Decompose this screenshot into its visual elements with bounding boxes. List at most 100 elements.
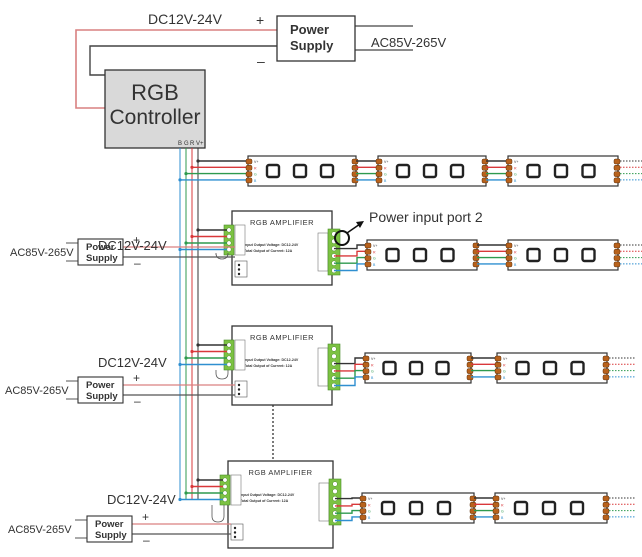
led-strip: V+RGB <box>505 155 642 187</box>
led-chip <box>581 163 596 179</box>
amplifier-spec-current: Total Output of Current: 12A <box>240 499 289 503</box>
strip-pin-label: G <box>514 173 517 177</box>
strip-body <box>361 492 475 524</box>
strip-pin-label: V+ <box>514 160 518 164</box>
strip-pin-label: R <box>514 250 517 254</box>
led-chip <box>435 360 450 376</box>
strip-output-pad <box>602 368 610 374</box>
controller-title-line1: RGB <box>131 80 179 105</box>
led-strip: V+RGB <box>245 155 359 187</box>
annotation-arrowhead <box>356 221 364 228</box>
strip-input-pad <box>362 368 370 374</box>
amp-ac-label: AC85V-265V <box>5 385 69 397</box>
strip-pin-label: V+ <box>368 497 372 501</box>
strip-pin-label: G <box>371 370 374 374</box>
output-terminal-screw <box>331 346 337 352</box>
wire-junction-dot <box>184 491 188 495</box>
strip-pin-label: B <box>368 516 371 520</box>
power-terminal-pin <box>233 526 237 530</box>
loop-cable <box>215 252 229 260</box>
input-terminal-screw <box>226 349 232 354</box>
led-chip <box>436 500 452 516</box>
strip-output-pad <box>602 374 610 381</box>
amplifier-box <box>231 325 333 406</box>
power-input-port-label: Power input port 2 <box>369 209 483 225</box>
amp-power-supply-box <box>77 376 124 404</box>
strip-input-pad <box>245 165 253 171</box>
main-dc-label: DC12V-24V <box>148 11 223 27</box>
power-terminal-pin <box>237 268 241 271</box>
power-terminal <box>230 523 244 541</box>
led-chip <box>408 360 424 376</box>
strip-input-pad <box>364 242 372 249</box>
led-chip <box>408 500 424 516</box>
strip-pin-label: R <box>254 166 257 170</box>
power-terminal-pin <box>237 388 241 391</box>
main-power-supply-box <box>276 15 356 62</box>
amplifier-to-strip-wire <box>334 250 367 257</box>
amplifier-box <box>227 460 334 549</box>
wire-junction-dot <box>178 497 182 502</box>
strip-input-pad <box>359 514 367 521</box>
amplifier-to-strip-wire <box>334 244 367 250</box>
strip-input-pad <box>245 171 253 177</box>
led-strip: V+RGB <box>505 239 642 271</box>
amplifier-to-strip-wire <box>334 363 365 372</box>
led-chip <box>581 247 596 263</box>
strip-input-pad <box>245 158 253 165</box>
strip-pin-label: R <box>371 363 374 367</box>
amp-ac-label: AC85V-265V <box>10 247 74 259</box>
rgb-amplifier-2: RGB AMPLIFIER Input Output Voltage: DC12-… <box>5 325 365 408</box>
wire-junction-dot <box>178 247 182 252</box>
strip-pin-label: G <box>373 257 376 261</box>
strip-output-pad <box>613 242 621 249</box>
loop-cable <box>211 505 225 523</box>
strip-input-pad <box>492 508 500 514</box>
strip-pin-label: B <box>371 376 374 380</box>
power-input-highlight <box>334 230 350 246</box>
input-terminal-block <box>223 339 235 371</box>
loop-cable <box>215 370 229 380</box>
amplifier-title: RGB AMPLIFIER <box>250 333 314 342</box>
amplifier-title: RGB AMPLIFIER <box>248 468 312 477</box>
strip-input-pad <box>505 242 513 249</box>
wire-junction-dot <box>178 362 182 367</box>
strip-input-pad <box>375 177 383 184</box>
led-chip <box>526 163 541 179</box>
amp-dc-label: DC12V-24V <box>107 492 176 507</box>
led-chip <box>382 360 397 376</box>
amp-power-supply-line1: Power <box>86 242 115 253</box>
led-strip: V+RGB <box>364 239 480 271</box>
input-terminal-screw <box>226 342 232 348</box>
input-terminal-screw <box>226 227 232 233</box>
led-chip <box>553 163 569 179</box>
amplifier-to-strip-wire <box>334 256 367 264</box>
power-terminal-pin <box>233 535 237 539</box>
input-terminal-screw <box>222 484 228 489</box>
led-chip <box>542 360 558 376</box>
output-terminal-screw <box>332 481 338 487</box>
strip-pin-label: B <box>514 179 517 183</box>
strip-pin-label: V+ <box>384 160 388 164</box>
main-power-supply-line1: Power <box>290 22 329 37</box>
wire-junction-dot <box>178 178 182 182</box>
led-chip <box>385 247 400 263</box>
strip-pin-label: V+ <box>501 497 505 501</box>
strip-output-pad <box>613 249 621 255</box>
controller-title-line2: Controller <box>109 106 200 129</box>
strip-output-pad <box>613 158 621 165</box>
strip-input-pad <box>505 255 513 261</box>
strip-output-pad <box>613 165 621 171</box>
amplifier-to-strip-wire <box>335 516 362 522</box>
amplifier-spec-voltage: Input Output Voltage: DC12-24V <box>244 358 299 362</box>
led-chip <box>422 163 438 179</box>
led-strip: V+RGB <box>359 492 477 524</box>
led-chip <box>319 163 335 179</box>
strip-output-pad <box>602 508 610 514</box>
strip-output-pad <box>602 355 610 362</box>
strip-pin-label: R <box>501 503 504 507</box>
strip-input-pad <box>375 165 383 171</box>
wire-junction-dot <box>196 343 200 347</box>
strip-input-pad <box>359 495 367 502</box>
